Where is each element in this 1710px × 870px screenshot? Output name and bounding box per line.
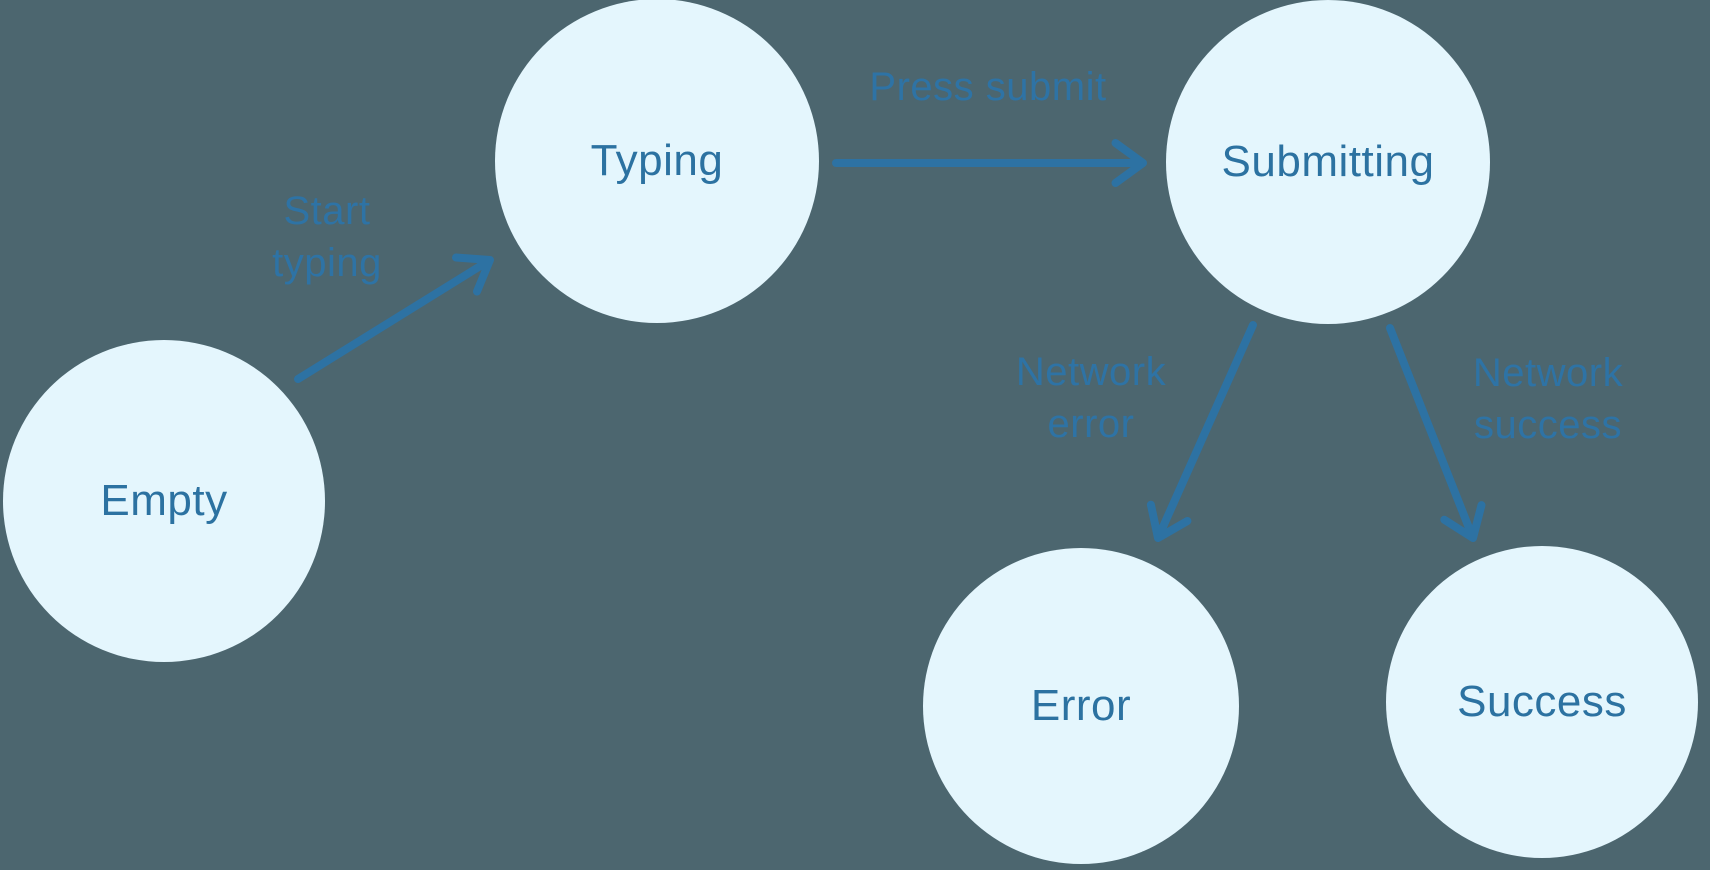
state-node-error: Error <box>923 548 1239 864</box>
state-node-empty: Empty <box>3 340 325 662</box>
edge-label-start-typing: Start typing <box>272 189 382 285</box>
state-node-submitting: Submitting <box>1166 0 1490 324</box>
state-label-empty: Empty <box>100 476 228 525</box>
edge-submitting-success-arrow <box>1386 324 1486 542</box>
edge-label-network-success: Network success <box>1472 351 1624 447</box>
state-label-success: Success <box>1457 677 1627 726</box>
state-label-typing: Typing <box>590 136 724 185</box>
state-label-submitting: Submitting <box>1221 137 1435 186</box>
state-label-error: Error <box>1030 681 1132 730</box>
edge-label-press-submit: Press submit <box>869 65 1107 109</box>
edge-typing-submitting-arrow <box>832 139 1147 187</box>
edge-empty-typing-arrow <box>294 253 494 383</box>
edge-submitting-error-arrow <box>1146 321 1257 542</box>
edge-label-network-error: Network error <box>1015 350 1167 446</box>
state-node-typing: Typing <box>495 0 819 323</box>
state-node-success: Success <box>1386 546 1698 858</box>
